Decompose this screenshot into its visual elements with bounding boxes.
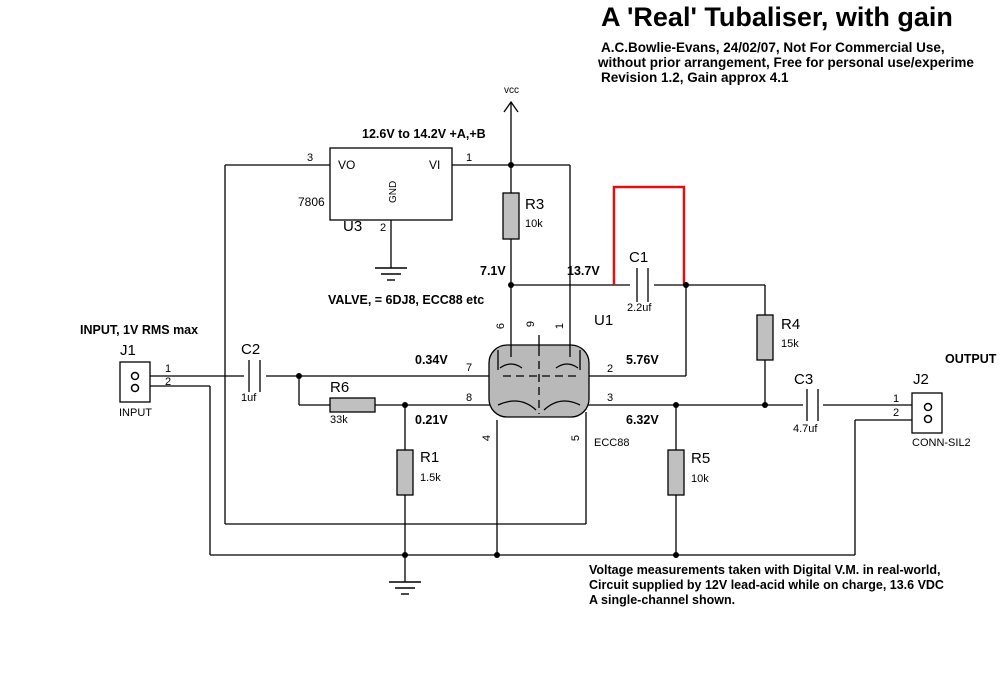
ground-icon	[375, 267, 407, 281]
voltage-r3-node: 7.1V	[480, 264, 506, 278]
r6-ref: R6	[330, 379, 350, 396]
resistor-r3-body	[502, 192, 520, 240]
highlight-wire	[612, 185, 686, 285]
capacitor-c1-body	[630, 265, 654, 305]
j2-pin2: 2	[893, 407, 900, 419]
r5-value: 10k	[691, 473, 709, 485]
voltage-cathode-1: 0.21V	[415, 413, 448, 427]
r3-value: 10k	[525, 218, 543, 230]
regulator-pin-vi: 1	[466, 152, 473, 164]
regulator-pin-gnd: 2	[380, 222, 387, 234]
valve-note: VALVE, = 6DJ8, ECC88 etc	[328, 293, 485, 307]
regulator-gnd-label: GND	[388, 181, 399, 203]
resistor-r5-body	[667, 449, 685, 496]
r1-value: 1.5k	[420, 472, 441, 484]
author-line-1: A.C.Bowlie-Evans, 24/02/07, Not For Comm…	[601, 40, 945, 55]
resistor-r6-body	[329, 397, 376, 413]
note-line-3: A single-channel shown.	[589, 593, 736, 607]
valve-pin-4: 4	[481, 434, 494, 442]
r4-ref: R4	[781, 316, 801, 333]
valve-pin-5: 5	[570, 434, 583, 442]
regulator-part: 7806	[298, 195, 325, 209]
c2-ref: C2	[241, 341, 261, 358]
j1-part: INPUT	[119, 407, 152, 419]
valve-part: ECC88	[594, 437, 630, 449]
resistor-r1-body	[396, 449, 414, 496]
voltage-cathode-2: 6.32V	[626, 413, 659, 427]
author-line-3: Revision 1.2, Gain approx 4.1	[601, 70, 789, 85]
j2-ref: J2	[913, 371, 929, 388]
r3-ref: R3	[525, 196, 545, 213]
valve-pin-3: 3	[607, 392, 614, 404]
c2-value: 1uf	[241, 392, 257, 404]
capacitor-c3-body	[803, 387, 823, 423]
junction-dots	[296, 162, 768, 558]
supply-range-label: 12.6V to 14.2V +A,+B	[362, 127, 486, 141]
r6-value: 33k	[330, 414, 348, 426]
valve-ref: U1	[594, 312, 614, 329]
valve-pin-2: 2	[607, 363, 614, 375]
c1-value: 2.2uf	[627, 302, 652, 314]
input-heading: INPUT, 1V RMS max	[80, 323, 199, 337]
j2-pin1: 1	[893, 393, 900, 405]
c3-ref: C3	[794, 371, 814, 388]
regulator-u3-body	[329, 147, 453, 221]
voltage-supply-node: 13.7V	[567, 264, 600, 278]
regulator-vo-label: VO	[338, 158, 356, 172]
regulator-vi-label: VI	[429, 158, 441, 172]
resistor-r4-body	[756, 314, 774, 361]
vcc-arrow-icon	[503, 100, 519, 113]
j2-part: CONN-SIL2	[912, 437, 971, 449]
valve-tube-body	[488, 335, 590, 418]
valve-pin-1: 1	[554, 322, 567, 330]
author-line-2: without prior arrangement, Free for pers…	[598, 55, 974, 70]
voltage-anode-2: 5.76V	[626, 353, 659, 367]
j1-ref: J1	[120, 342, 136, 359]
note-line-2: Circuit supplied by 12V lead-acid while …	[589, 578, 944, 592]
valve-pin-9: 9	[525, 320, 538, 328]
capacitor-c2-body	[244, 358, 266, 394]
voltage-grid-1: 0.34V	[415, 353, 448, 367]
regulator-pin-vo: 3	[307, 152, 314, 164]
ground-icon	[389, 581, 421, 595]
j1-pin1: 1	[165, 363, 172, 375]
wires	[150, 102, 912, 582]
output-heading: OUTPUT	[945, 352, 997, 366]
valve-pin-8: 8	[466, 392, 473, 404]
r5-ref: R5	[691, 450, 711, 467]
vcc-label: vcc	[504, 85, 519, 96]
page-title: A 'Real' Tubaliser, with gain	[601, 2, 953, 32]
r1-ref: R1	[420, 449, 440, 466]
valve-pin-6: 6	[495, 322, 508, 330]
valve-pin-7: 7	[466, 362, 473, 374]
connector-j1	[119, 361, 151, 403]
regulator-ref: U3	[343, 218, 363, 235]
c3-value: 4.7uf	[793, 423, 818, 435]
note-line-1: Voltage measurements taken with Digital …	[589, 563, 941, 577]
r4-value: 15k	[781, 338, 799, 350]
c1-ref: C1	[629, 249, 649, 266]
j1-pin2: 2	[165, 376, 172, 388]
connector-j2	[911, 392, 943, 434]
